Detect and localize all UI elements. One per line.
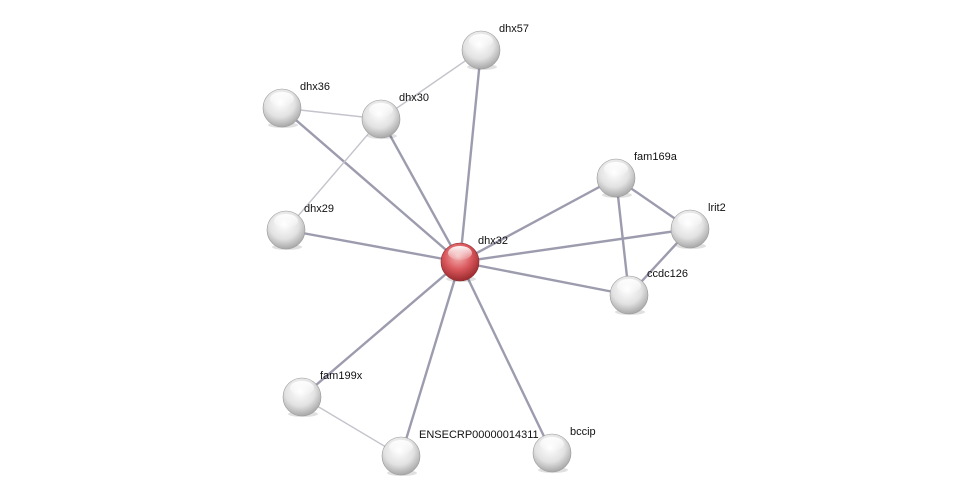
node-dhx30[interactable]: dhx30 xyxy=(361,92,429,139)
node-highlight xyxy=(448,246,472,260)
node-label: bccip xyxy=(570,426,596,438)
node-label: dhx29 xyxy=(304,203,334,215)
edge-dhx32-dhx36[interactable] xyxy=(281,107,461,263)
node-highlight xyxy=(270,92,294,106)
node-label: fam169a xyxy=(634,151,678,163)
edge-dhx32-ense[interactable] xyxy=(399,261,462,457)
node-label: fam199x xyxy=(320,370,363,382)
node-label: ENSECRP00000014311 xyxy=(419,429,539,441)
edge-dhx30-dhx57[interactable] xyxy=(380,49,482,120)
edge-dhx32-ccdc126[interactable] xyxy=(459,260,630,297)
node-dhx36[interactable]: dhx36 xyxy=(262,81,330,128)
node-label: dhx36 xyxy=(300,81,330,93)
node-dhx29[interactable]: dhx29 xyxy=(266,203,334,250)
node-ense[interactable]: ENSECRP00000014311 xyxy=(381,429,539,476)
node-label: dhx30 xyxy=(399,92,429,104)
node-label: ccdc126 xyxy=(647,268,688,280)
node-highlight xyxy=(678,213,702,227)
node-bccip[interactable]: bccip xyxy=(532,426,596,473)
edge-dhx32-fam199x[interactable] xyxy=(301,261,461,398)
node-dhx32[interactable]: dhx32 xyxy=(440,235,508,282)
node-highlight xyxy=(469,34,493,48)
node-fam169a[interactable]: fam169a xyxy=(596,151,678,198)
node-lrit2[interactable]: lrit2 xyxy=(670,202,726,249)
node-highlight xyxy=(274,214,298,228)
node-label: dhx32 xyxy=(478,235,508,247)
node-fam199x[interactable]: fam199x xyxy=(282,370,363,417)
node-highlight xyxy=(604,162,628,176)
node-highlight xyxy=(617,279,641,293)
edge-dhx32-dhx29[interactable] xyxy=(285,228,461,264)
node-dhx57[interactable]: dhx57 xyxy=(461,23,529,70)
node-ccdc126[interactable]: ccdc126 xyxy=(609,268,688,315)
edge-dhx32-fam169a[interactable] xyxy=(459,176,617,264)
node-label: dhx57 xyxy=(499,23,529,35)
node-highlight xyxy=(369,103,393,117)
node-highlight xyxy=(389,440,413,454)
node-label: lrit2 xyxy=(708,202,726,214)
edge-fam169a-ccdc126[interactable] xyxy=(614,177,631,296)
edge-dhx32-bccip[interactable] xyxy=(458,261,554,454)
edge-dhx32-dhx57[interactable] xyxy=(458,49,483,263)
node-highlight xyxy=(290,381,314,395)
edge-dhx30-dhx29[interactable] xyxy=(285,118,382,231)
edge-dhx32-dhx30[interactable] xyxy=(379,118,462,263)
edge-dhx32-lrit2[interactable] xyxy=(459,227,691,264)
node-highlight xyxy=(540,437,564,451)
